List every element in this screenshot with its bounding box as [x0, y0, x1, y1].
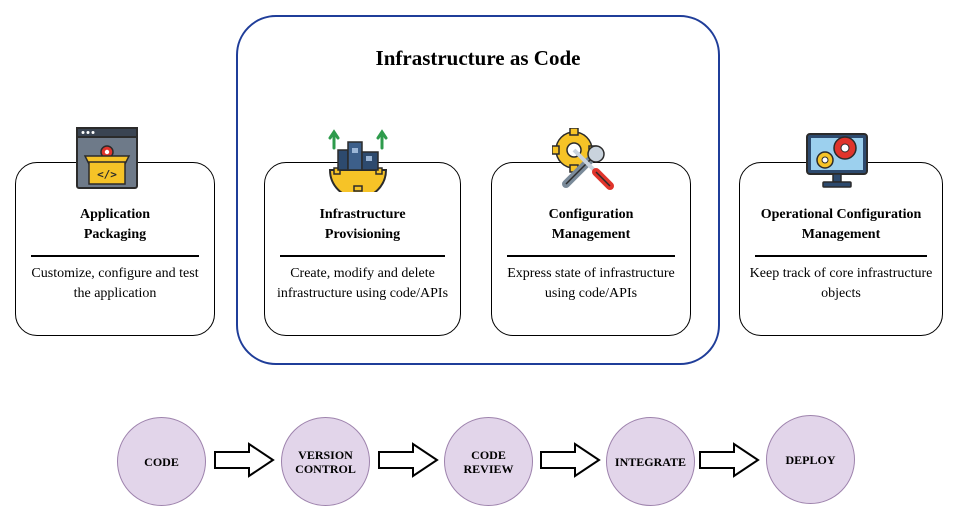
pipeline-arrow-icon	[540, 442, 601, 478]
pipeline-step-integrate: INTEGRATE	[606, 417, 695, 506]
card-description: Customize, configure and test the applic…	[31, 266, 199, 301]
pipeline-step-code: CODE	[117, 417, 206, 506]
card-application-packaging: Application Packaging Customize, configu…	[15, 162, 215, 336]
card-title: Operational Configuration Management	[760, 207, 922, 242]
card-divider	[755, 255, 927, 257]
card-title: Configuration Management	[548, 207, 634, 242]
pipeline-arrow-icon	[378, 442, 439, 478]
card-divider	[280, 255, 445, 257]
pipeline-arrow-icon	[214, 442, 275, 478]
card-description: Keep track of core infrastructure object…	[749, 266, 933, 301]
card-description: Express state of infrastructure using co…	[507, 266, 675, 301]
card-configuration-management: Configuration Management Express state o…	[491, 162, 691, 336]
svg-text:</>: </>	[97, 168, 117, 181]
pipeline-step-deploy: DEPLOY	[766, 415, 855, 504]
iac-group-frame	[236, 15, 720, 365]
wrench-screwdriver-icon	[552, 128, 614, 190]
monitor-gears-icon	[806, 133, 868, 188]
iac-title: Infrastructure as Code	[375, 46, 581, 70]
card-divider	[31, 255, 199, 257]
card-divider	[507, 255, 675, 257]
card-title: Application Packaging	[79, 207, 150, 242]
app-package-icon: </>	[76, 127, 138, 189]
pipeline-step-version-control: VERSION CONTROL	[281, 417, 370, 506]
pipeline-arrow-icon	[699, 442, 760, 478]
card-operational-configuration-management: Operational Configuration Management Kee…	[739, 162, 943, 336]
card-description: Create, modify and delete infrastructure…	[276, 266, 449, 301]
pipeline-step-code-review: CODE REVIEW	[444, 417, 533, 506]
factory-gear-icon	[328, 129, 388, 192]
card-title: Infrastructure Provisioning	[319, 207, 406, 242]
